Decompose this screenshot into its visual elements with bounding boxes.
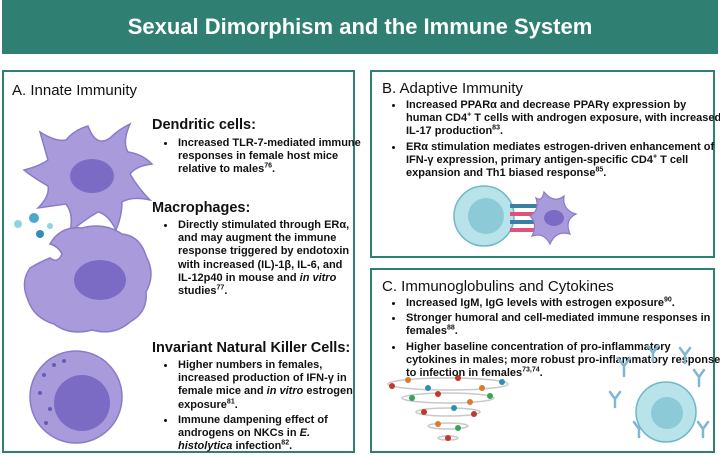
figure-title: Sexual Dimorphism and the Immune System <box>127 14 593 39</box>
dendritic-bullets: Increased TLR-7-mediated immune response… <box>162 137 361 179</box>
macrophage-illustration <box>14 213 152 333</box>
dendritic-bullet: Increased TLR-7-mediated immune response… <box>176 137 361 177</box>
macrophage-bullet: Directly stimulated through ERα, and may… <box>176 219 356 298</box>
panel-a-title: A. Innate Immunity <box>12 82 138 99</box>
nkc-bullet-1: Higher numbers in females, increased pro… <box>176 359 356 412</box>
b-cell-antibodies-illustration <box>608 344 710 443</box>
adaptive-bullet-2: ERα stimulation mediates estrogen-driven… <box>404 141 720 181</box>
panel-b-title: B. Adaptive Immunity <box>382 80 523 97</box>
panel-adaptive-immunity: B. Adaptive Immunity Increased PPARα and… <box>370 70 720 258</box>
nkc-heading: Invariant Natural Killer Cells: <box>152 340 351 356</box>
figure-title-bar: Sexual Dimorphism and the Immune System <box>2 0 718 54</box>
nk-cell-illustration <box>29 350 123 444</box>
t-cell-dendritic-interaction-illustration <box>453 185 578 247</box>
dendritic-cell-illustration <box>22 122 154 235</box>
macrophage-bullets: Directly stimulated through ERα, and may… <box>162 219 356 300</box>
nkc-bullets: Higher numbers in females, increased pro… <box>162 359 356 455</box>
cytokine-storm-illustration <box>387 375 509 441</box>
nkc-bullet-2: Immune dampening effect of androgens on … <box>176 414 356 454</box>
immunoglobulin-bullet-2: Stronger humoral and cell-mediated immun… <box>404 312 720 338</box>
panel-immunoglobulins-cytokines: C. Immunoglobulins and Cytokines Increas… <box>370 268 720 453</box>
immunoglobulin-bullet-3: Higher baseline concentration of pro-inf… <box>404 341 720 381</box>
immunoglobulin-bullet-1: Increased IgM, IgG levels with estrogen … <box>404 296 720 310</box>
panel-c-title: C. Immunoglobulins and Cytokines <box>382 278 614 295</box>
adaptive-bullets: Increased PPARα and decrease PPARγ expre… <box>390 99 720 182</box>
macrophages-heading: Macrophages: <box>152 200 251 216</box>
panel-innate-immunity: A. Innate Immunity Dendritic cells: Incr… <box>2 70 361 455</box>
immunoglobulin-bullets: Increased IgM, IgG levels with estrogen … <box>390 296 720 382</box>
adaptive-bullet-1: Increased PPARα and decrease PPARγ expre… <box>404 99 720 139</box>
dendritic-heading: Dendritic cells: <box>152 117 256 133</box>
